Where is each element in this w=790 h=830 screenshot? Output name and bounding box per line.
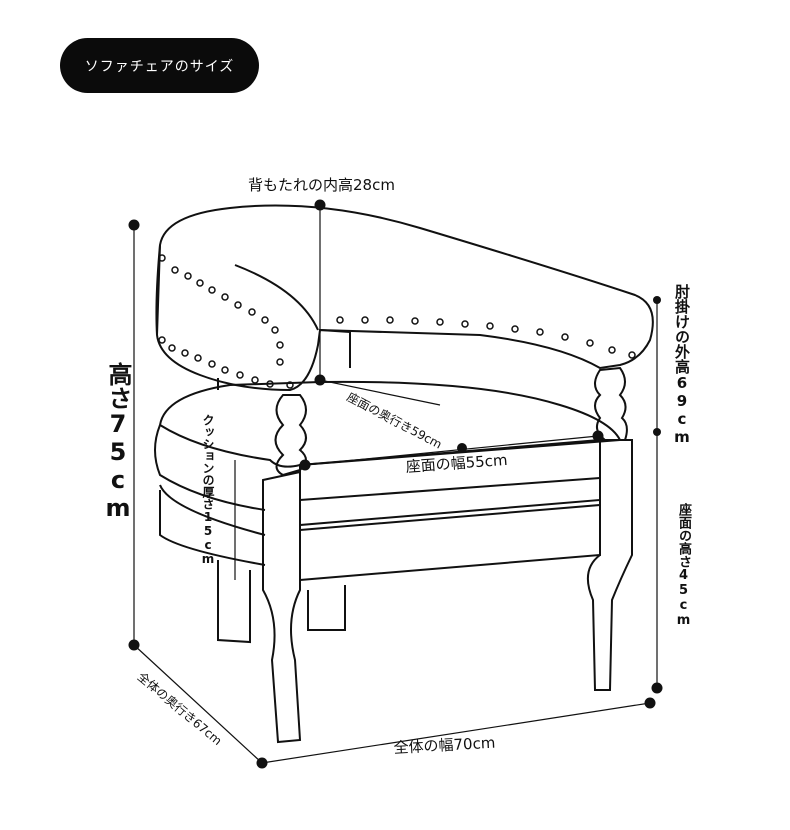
chair-backrest	[155, 204, 654, 392]
back-leg	[217, 560, 251, 644]
total-height-label: 高さ75cm	[104, 362, 132, 522]
nailhead-studs	[158, 254, 636, 389]
seat-cushion	[158, 380, 622, 468]
front-right-leg	[586, 439, 633, 691]
seat-height-label: 座面の高さ45cm	[676, 503, 691, 628]
cushion-thickness-label: クッションの厚さ15cm	[201, 414, 215, 566]
backrest-inner-height-label: 背もたれの内高28cm	[248, 176, 395, 194]
armrest-outer-height-label: 肘掛けの外高69cm	[673, 284, 691, 446]
front-left-leg	[262, 470, 302, 744]
dimension-endpoints	[128, 199, 663, 769]
dimension-lines	[133, 205, 658, 764]
title-badge: ソファチェアのサイズ	[60, 38, 259, 93]
